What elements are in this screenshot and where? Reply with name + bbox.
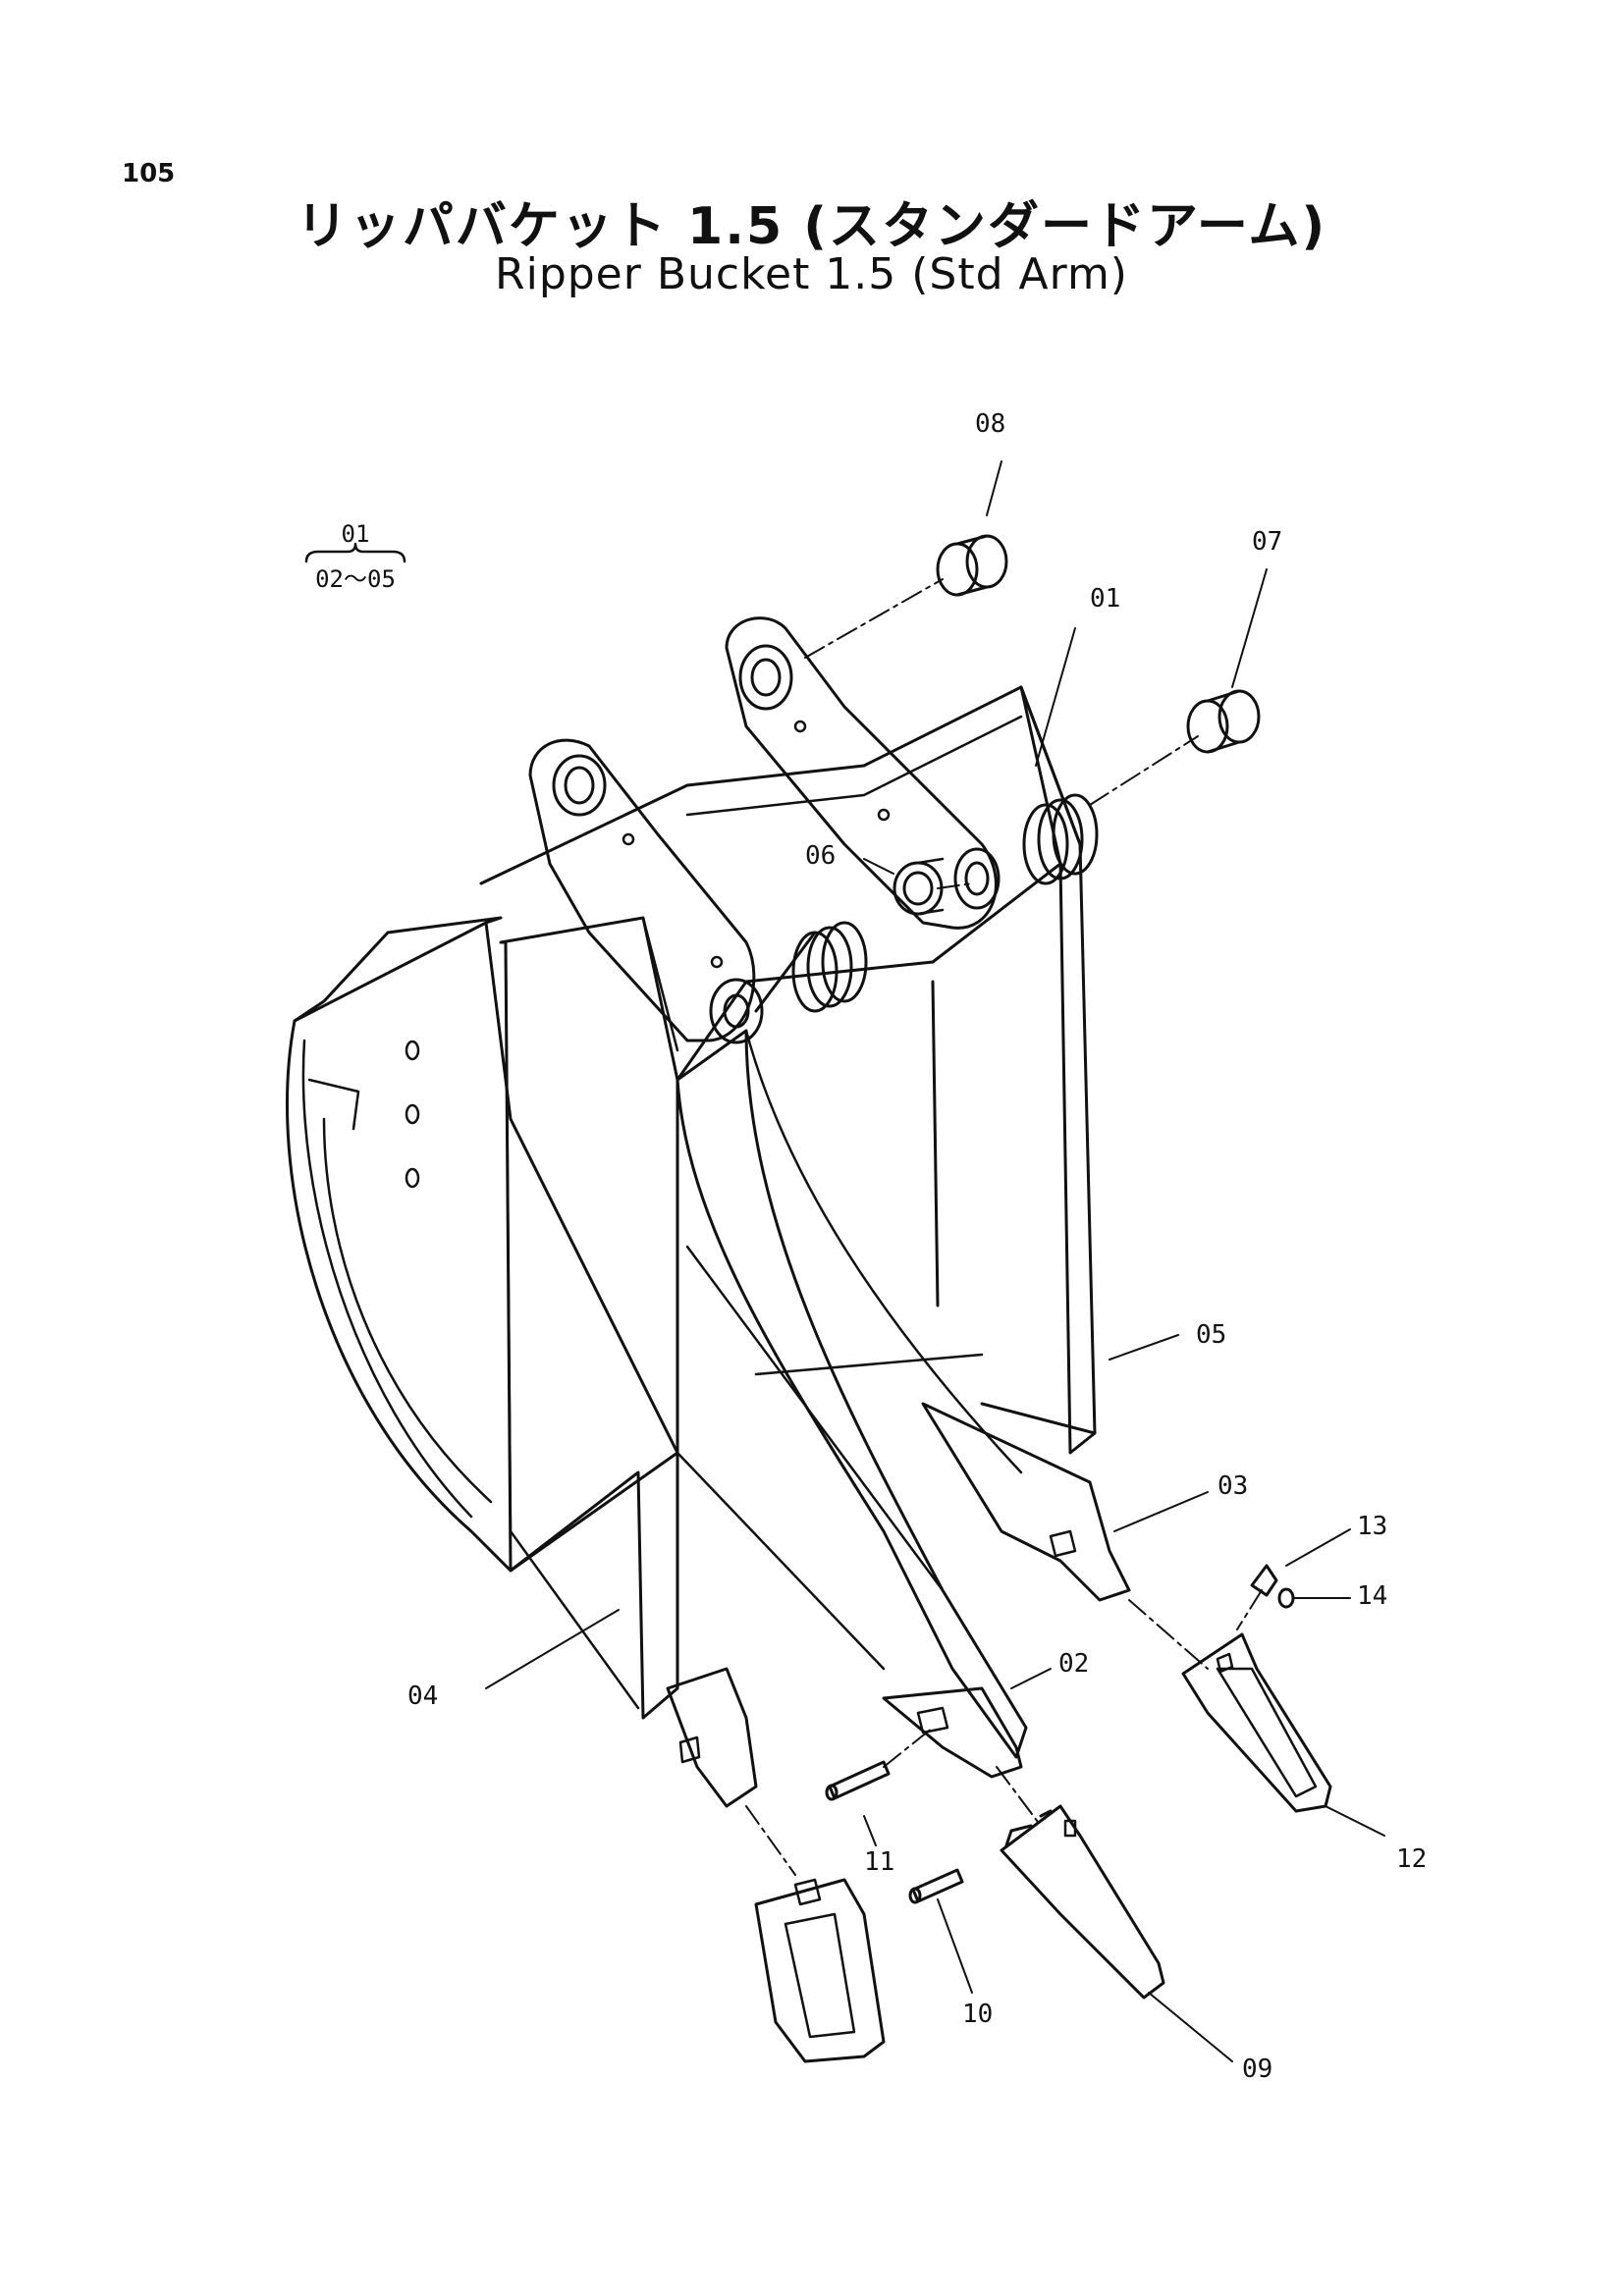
callout-13: 13 — [1357, 1512, 1387, 1541]
callout-08: 08 — [975, 409, 1005, 439]
side-plate-front — [499, 916, 679, 1720]
callout-07: 07 — [1252, 527, 1282, 557]
callout-09: 09 — [1242, 2055, 1272, 2084]
callout-14: 14 — [1357, 1581, 1387, 1611]
assembly-note: 01 02～05 — [304, 520, 406, 593]
tooth-09 — [1000, 1804, 1165, 2000]
adapter-03 — [921, 1402, 1131, 1602]
pin-collar-front — [754, 921, 868, 1013]
washer-14 — [1277, 1587, 1295, 1609]
callout-12: 12 — [1396, 1844, 1427, 1874]
callout-labels: 01 02 03 04 05 06 07 08 09 10 11 12 13 1… — [407, 409, 1427, 2084]
callout-02: 02 — [1058, 1649, 1089, 1679]
lock-13 — [1250, 1564, 1278, 1597]
bucket-shell — [286, 916, 679, 1573]
callout-10: 10 — [962, 2000, 993, 2029]
callout-04: 04 — [407, 1682, 438, 1711]
bushing-07 — [1186, 689, 1261, 754]
title-english: Ripper Bucket 1.5 (Std Arm) — [495, 249, 1128, 299]
callout-03: 03 — [1217, 1471, 1248, 1501]
center-shank — [676, 1029, 1028, 1759]
callout-05: 05 — [1196, 1320, 1226, 1350]
mounting-bracket-right — [725, 616, 1001, 930]
adapter-02 — [882, 1686, 1023, 1779]
assembly-note-bottom: 02～05 — [315, 565, 396, 593]
page-number: 105 — [122, 159, 176, 188]
side-plate-rear — [931, 685, 1097, 1455]
callout-11: 11 — [864, 1847, 894, 1877]
bushing-06 — [893, 857, 945, 916]
callout-06: 06 — [805, 841, 836, 871]
pin-10 — [908, 1868, 964, 1904]
assembly-brace — [304, 542, 406, 563]
bushing-08 — [936, 534, 1008, 597]
mounting-bracket-left — [528, 738, 764, 1044]
title-japanese: リッパバケット 1.5 (スタンダードアーム) — [296, 197, 1327, 256]
pin-11 — [825, 1760, 891, 1801]
tooth-12 — [1181, 1632, 1332, 1813]
tooth-left — [754, 1878, 886, 2063]
bucket-top-plate — [479, 685, 1082, 1082]
pin-collar-rear — [1022, 793, 1099, 885]
callout-01: 01 — [1090, 584, 1120, 614]
assembly-lines — [745, 578, 1263, 1876]
leader-lines — [485, 460, 1385, 2062]
adapter-04 — [666, 1667, 758, 1808]
